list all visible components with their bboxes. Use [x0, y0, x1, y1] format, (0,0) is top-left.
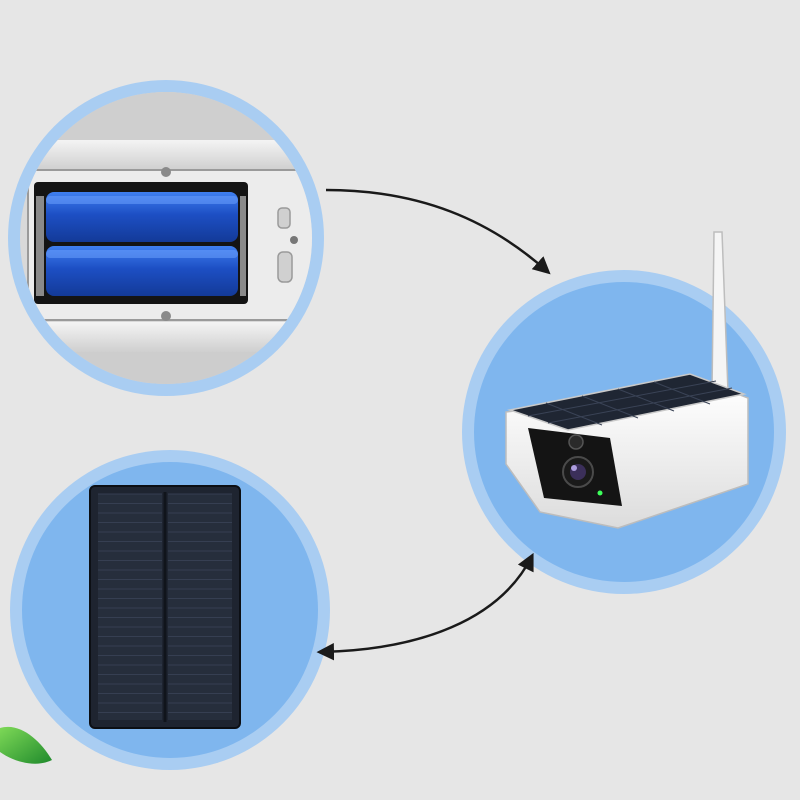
battery-compartment-panel — [8, 80, 324, 396]
arrow-camera-to-solar — [316, 552, 534, 661]
solar-security-camera — [505, 373, 749, 529]
flow-arrows — [316, 188, 551, 661]
battery-cell — [46, 192, 238, 242]
solar-cell-grid — [98, 493, 232, 713]
camera-lens — [562, 456, 594, 488]
arrow-battery-to-camera — [325, 188, 551, 275]
antenna — [711, 231, 729, 393]
leaf-decoration — [0, 726, 52, 764]
solar-panel-panel — [10, 450, 330, 770]
camera-solar-panel — [507, 373, 747, 431]
battery-cell — [46, 246, 238, 296]
